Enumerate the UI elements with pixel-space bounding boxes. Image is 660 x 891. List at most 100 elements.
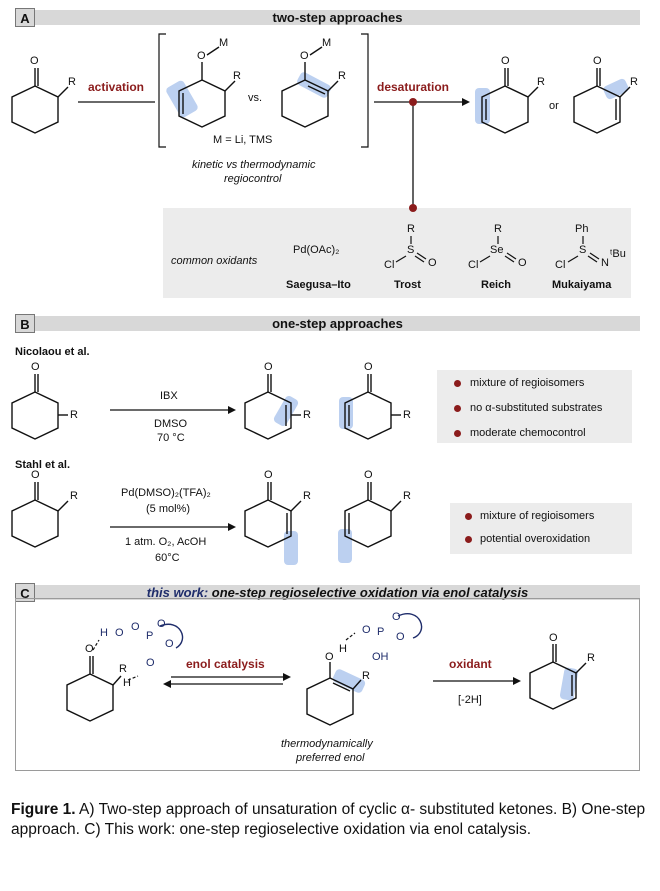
common-oxidants-label: common oxidants xyxy=(171,255,258,267)
stahl-o3: O xyxy=(364,469,373,481)
nicolaou-structures xyxy=(11,374,401,440)
c-h-left: H xyxy=(100,627,108,639)
section-c-ring-left xyxy=(66,656,122,722)
regio-line-1: kinetic vs thermodynamic xyxy=(192,159,316,171)
c-h-alpha: H xyxy=(123,677,131,689)
nicolaou-label: Nicolaou et al. xyxy=(15,346,90,358)
section-c-title: this work: one-step regioselective oxida… xyxy=(35,585,640,600)
c-o-enol: O xyxy=(325,651,334,663)
oxidant-bonds xyxy=(395,236,600,263)
brackets xyxy=(158,33,369,148)
name-reich: Reich xyxy=(481,279,511,291)
conditions-label: 1 atm. O₂, AcOH xyxy=(125,536,207,548)
mukaiyama-ph: Ph xyxy=(575,223,589,235)
nic-bullet-2: no α-substituted substrates xyxy=(470,402,603,414)
c-o-double: O xyxy=(146,657,155,669)
nic-o1: O xyxy=(31,361,40,373)
mukaiyama-s: S xyxy=(579,244,587,256)
pd-oac-label: Pd(OAc)₂ xyxy=(293,244,340,256)
temp1-label: 70 °C xyxy=(157,432,185,444)
r-product2: R xyxy=(630,76,638,88)
enol-line-2: preferred enol xyxy=(296,752,365,764)
c-o-mid1: O xyxy=(362,624,371,636)
reich-se: Se xyxy=(490,244,504,256)
oxidant-label: oxidant xyxy=(449,657,492,671)
reich-r: R xyxy=(494,223,502,235)
trost-cl: Cl xyxy=(384,259,395,271)
kinetic-enone xyxy=(481,68,539,134)
vs-label: vs. xyxy=(248,92,263,104)
thermo-enolate xyxy=(281,46,339,128)
section-c-product xyxy=(529,644,587,710)
nic-o3: O xyxy=(364,361,373,373)
stahl-r1: R xyxy=(70,490,78,502)
section-c-label: C xyxy=(15,583,35,602)
or-label: or xyxy=(549,100,559,112)
stahl-bullet-2: potential overoxidation xyxy=(480,533,591,545)
section-c-title-lead: this work: xyxy=(146,585,209,600)
nic-bullet-1: mixture of regioisomers xyxy=(470,377,585,389)
stahl-structures xyxy=(11,482,402,548)
section-b-banner: one-step approaches xyxy=(35,316,640,331)
r-kinetic: R xyxy=(233,70,241,82)
section-a-banner: two-step approaches xyxy=(35,10,640,25)
stahl-label: Stahl et al. xyxy=(15,459,71,471)
nic-bullet-dot-3 xyxy=(454,430,461,437)
ibx-label: IBX xyxy=(160,390,178,402)
c-p-left: P xyxy=(146,630,154,642)
dmso-label: DMSO xyxy=(154,418,187,430)
c-oh-mid: OH xyxy=(372,651,389,663)
nic-r3: R xyxy=(403,409,411,421)
o-start: O xyxy=(30,55,39,67)
c-h-mid: H xyxy=(339,643,347,655)
figure-caption-text: A) Two-step approach of unsaturation of … xyxy=(11,801,646,838)
m-thermo: M xyxy=(322,37,332,49)
r-thermo: R xyxy=(338,70,346,82)
section-b-label: B xyxy=(15,314,35,333)
enol-catalysis-label: enol catalysis xyxy=(186,657,265,671)
kinetic-enolate xyxy=(178,46,236,128)
c-o-ring1: O xyxy=(157,618,166,630)
stahl-o2: O xyxy=(264,469,273,481)
nic-o2: O xyxy=(264,361,273,373)
name-saegusa-ito: Saegusa–Ito xyxy=(286,279,351,291)
phosphate-left xyxy=(159,613,423,649)
o-thermo: O xyxy=(300,50,309,62)
nic-bullet-dot-1 xyxy=(454,380,461,387)
oxidants-box xyxy=(163,208,631,298)
catalyst-label: Pd(DMSO)₂(TFA)₂ xyxy=(121,487,211,499)
section-c-highlights xyxy=(332,667,579,701)
m-kinetic: M xyxy=(219,37,229,49)
trost-o: O xyxy=(428,257,437,269)
thermo-enone xyxy=(573,68,631,134)
loading-label: (5 mol%) xyxy=(146,503,191,515)
stahl-bullet-1: mixture of regioisomers xyxy=(480,510,595,522)
stahl-o1: O xyxy=(31,469,40,481)
enol-line-1: thermodynamically xyxy=(281,738,373,750)
o-product1: O xyxy=(501,55,510,67)
mukaiyama-cl: Cl xyxy=(555,259,566,271)
figure-caption-label: Figure 1. xyxy=(11,801,76,818)
section-a-label: A xyxy=(15,8,35,27)
temp2-label: 60°C xyxy=(155,552,180,564)
c-o-ho: O xyxy=(115,627,124,639)
nic-r2: R xyxy=(303,409,311,421)
r-start: R xyxy=(68,76,76,88)
nic-bullet-3: moderate chemocontrol xyxy=(470,427,586,439)
activation-label: activation xyxy=(88,80,145,94)
reich-o: O xyxy=(518,257,527,269)
stahl-bullets-box xyxy=(450,503,632,554)
stahl-r2: R xyxy=(303,490,311,502)
name-trost: Trost xyxy=(394,279,421,291)
section-b-title: one-step approaches xyxy=(272,316,403,331)
c-r-enol: R xyxy=(362,670,370,682)
c-o-mid-ring2: O xyxy=(396,631,405,643)
c-o-product: O xyxy=(549,632,558,644)
section-a-title: two-step approaches xyxy=(272,10,403,25)
stahl-bullet-dot-1 xyxy=(465,513,472,520)
trost-s: S xyxy=(407,244,415,256)
h-bonds xyxy=(92,632,356,681)
